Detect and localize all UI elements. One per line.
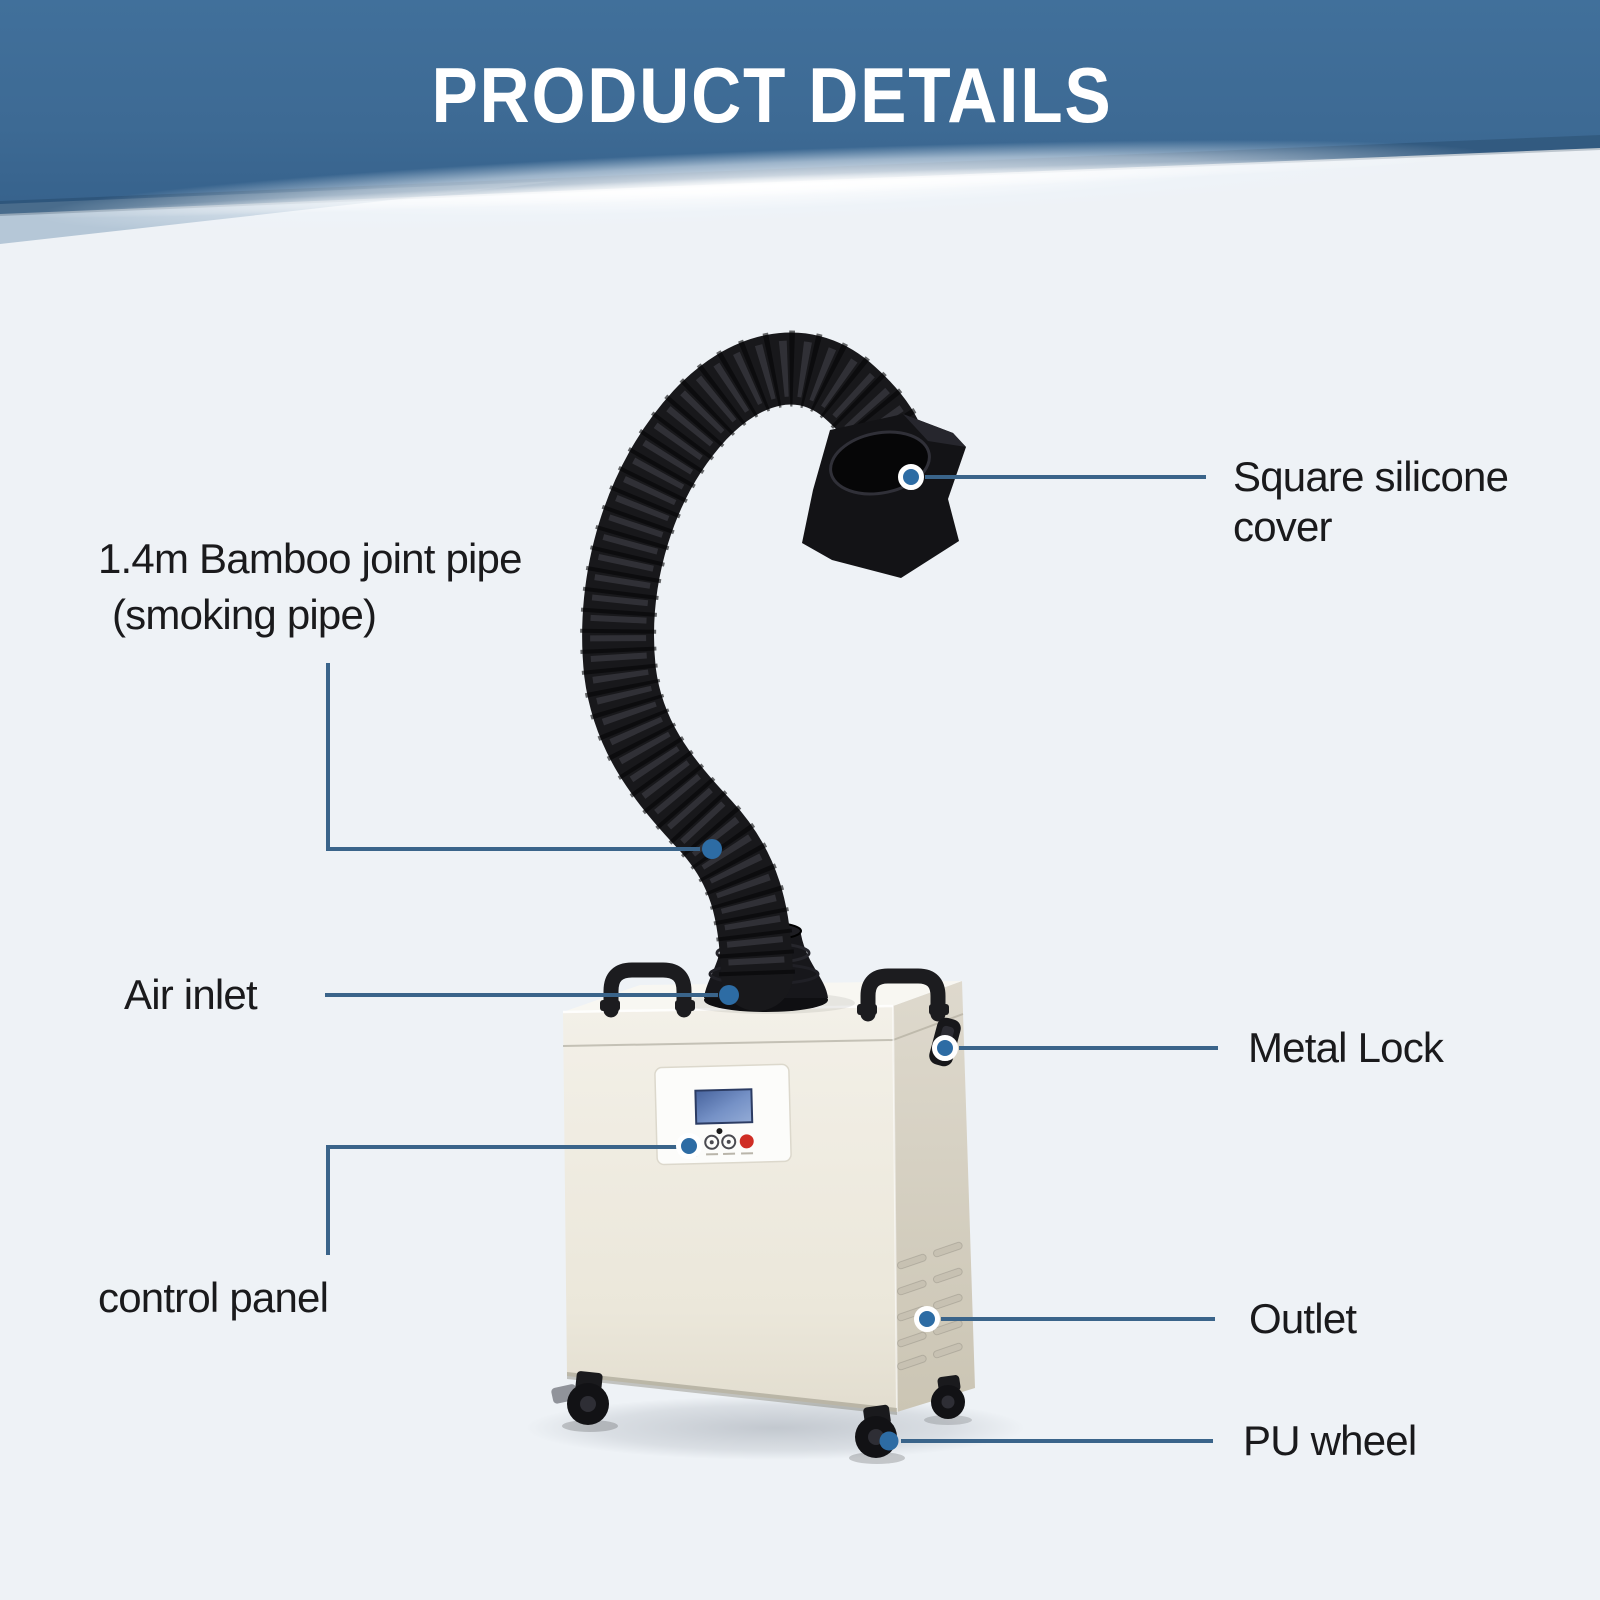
outlet-vents <box>896 1241 963 1371</box>
square-silicone-cover-nozzle <box>802 414 966 578</box>
label-metal-lock: Metal Lock <box>1248 1024 1444 1071</box>
indicator-led <box>716 1128 723 1135</box>
lid-seam-side <box>892 1013 964 1041</box>
callout-dot-bamboo-pipe <box>702 839 722 859</box>
leader-air-inlet <box>325 985 739 1005</box>
corner-edge-highlight <box>892 1005 898 1413</box>
callout-dot-metal-lock <box>932 1035 958 1061</box>
label-air-inlet: Air inlet <box>124 971 258 1018</box>
button-3 <box>721 1134 737 1150</box>
page-title: PRODUCT DETAILS <box>431 51 1113 139</box>
leader-bamboo-pipe <box>326 663 722 859</box>
label-bamboo-pipe: 1.4m Bamboo joint pipe (smoking pipe) <box>98 535 522 638</box>
cabinet-base-edge <box>567 1372 897 1415</box>
callout-dot-pu-wheel <box>879 1431 899 1451</box>
leader-metal-lock <box>932 1035 1218 1061</box>
callout-dot-square-silicone-cover <box>898 464 924 490</box>
top-handle-left <box>600 962 695 1018</box>
leader-lines <box>325 464 1218 1451</box>
label-control-panel: control panel <box>98 1274 329 1321</box>
caster-wheel-front-left <box>551 1371 618 1432</box>
floor-shadow <box>525 1396 1025 1460</box>
bamboo-joint-pipe <box>580 330 932 1011</box>
lcd-screen <box>694 1088 754 1125</box>
button-2 <box>704 1134 720 1150</box>
control-panel-graphic <box>654 1063 792 1166</box>
cabinet-right-face <box>893 981 975 1412</box>
top-handle-right <box>857 968 949 1022</box>
label-pu-wheel: PU wheel <box>1243 1417 1417 1464</box>
lid-seam <box>562 1039 894 1047</box>
power-button-red <box>739 1134 754 1149</box>
label-square-silicone-cover: Square silicone cover <box>1233 453 1509 550</box>
leader-control-panel <box>326 1133 702 1255</box>
callout-dot-control-panel <box>676 1133 702 1159</box>
callout-dot-outlet <box>914 1306 940 1332</box>
leader-outlet <box>914 1306 1215 1332</box>
caster-wheel-back-right <box>924 1375 972 1425</box>
label-outlet: Outlet <box>1249 1295 1357 1342</box>
cabinet-front-face <box>563 1006 897 1412</box>
callout-dot-air-inlet <box>719 985 739 1005</box>
leader-pu-wheel <box>879 1431 1213 1451</box>
cabinet-box <box>562 981 975 1415</box>
leader-square-silicone-cover <box>898 464 1206 490</box>
